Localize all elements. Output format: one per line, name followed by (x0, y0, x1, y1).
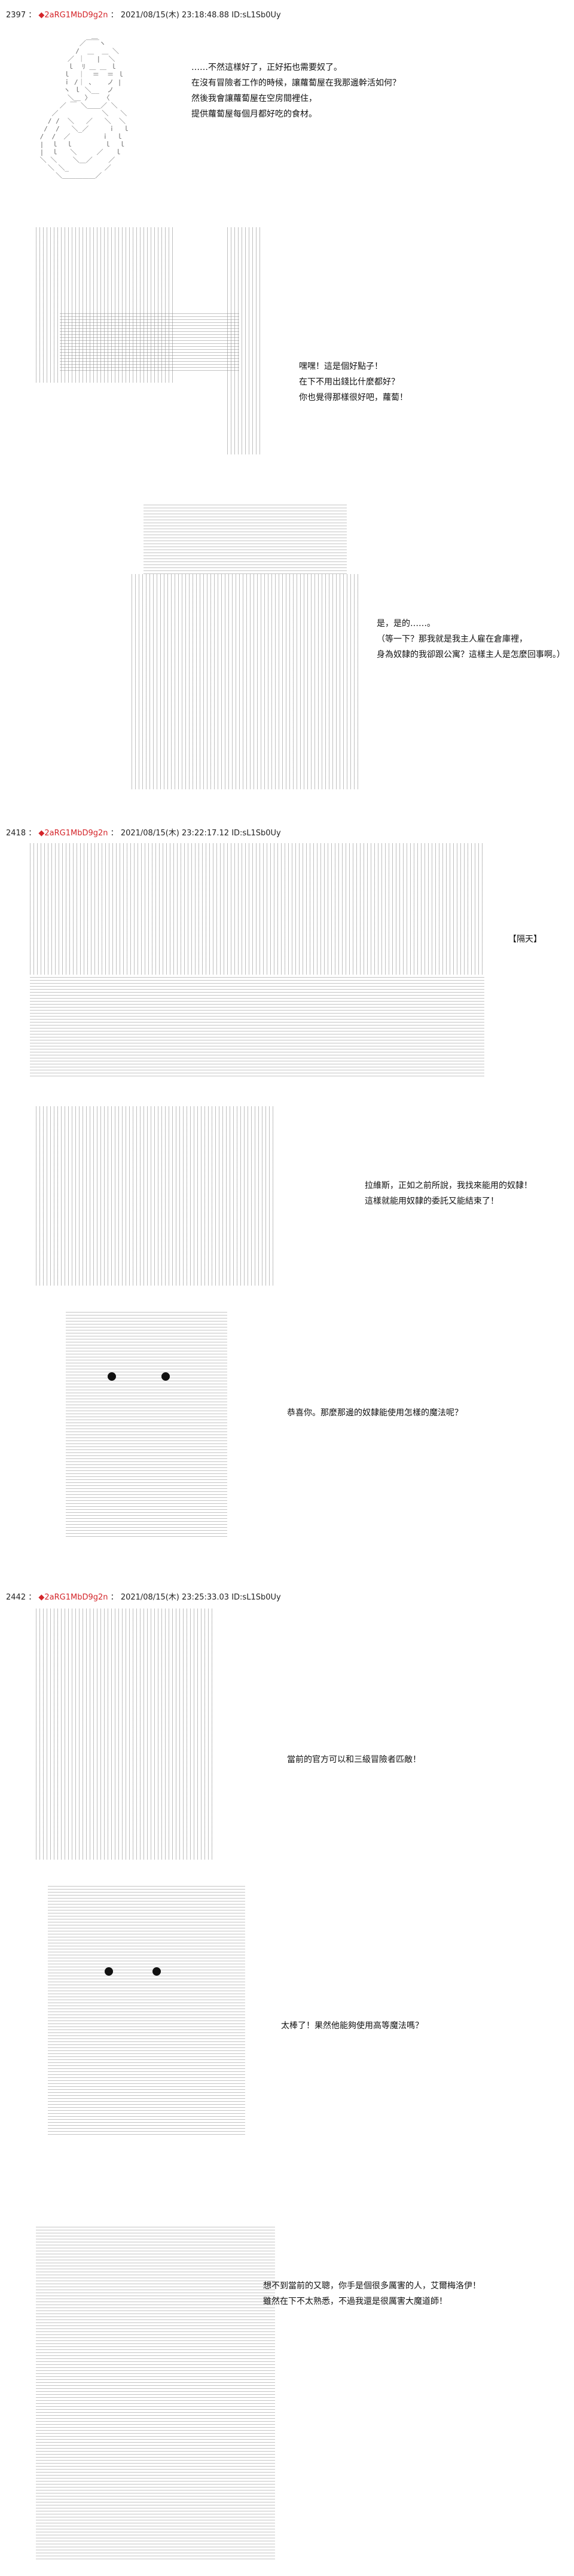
ascii-art-character: ＿ ／￣￣ヽ / ＿ ＿ ＼ ／ ｜ | ＼ ｌ ﾘ ＿ ＿ ｌ ｌ ｜ ＝ ＝… (39, 32, 130, 179)
dialog-line: 身為奴隸的我卻跟公寓？這樣主人是怎麼回事啊。） (377, 650, 565, 660)
poster-name: ◆2aRG1MbD9g2n (38, 1593, 108, 1602)
dialog-line: 然後我會讓蘿蔔屋在空房間裡住， (191, 94, 317, 103)
aa-scene: 【隔天】 (24, 843, 562, 1082)
eye-icon (108, 1372, 116, 1381)
dialog-box: 當前的官方可以和三級冒險者匹敵！ (287, 1752, 421, 1768)
dialog-box: 想不到當前的又聰，你手是個很多厲害的人，艾爾梅洛伊！ 雖然在下不太熟悉，不過我還… (263, 2278, 481, 2309)
dialog-box: 恭喜你。那麼那邊的奴隸能使用怎樣的魔法呢？ (287, 1405, 463, 1421)
dialog-line: 拉維斯，正如之前所說，我找來能用的奴隸！ (365, 1181, 532, 1191)
dialog-line: 恭喜你。那麼那邊的奴隸能使用怎樣的魔法呢？ (287, 1408, 463, 1418)
ascii-art-character (36, 2224, 275, 2559)
post-header: 2442 ： ◆2aRG1MbD9g2n ： 2021/08/15(木) 23:… (6, 1593, 281, 1602)
post-number[interactable]: 2418 (6, 829, 26, 838)
ascii-art-body (60, 311, 239, 371)
dialog-box: 是，是的……。 （等一下？那我就是我主人雇在倉庫裡， 身為奴隸的我卻跟公寓？這樣… (377, 616, 565, 663)
ascii-art-hair (227, 227, 263, 454)
eye-icon (152, 1967, 161, 1976)
poster-name: ◆2aRG1MbD9g2n (38, 829, 108, 838)
post-header: 2397 ： ◆2aRG1MbD9g2n ： 2021/08/15(木) 23:… (6, 11, 281, 20)
dialog-line: 想不到當前的又聰，你手是個很多厲害的人，艾爾梅洛伊！ (263, 2281, 481, 2291)
dialog-line: 雖然在下不太熟悉，不過我還是很厲害大魔道師！ (263, 2297, 447, 2306)
ascii-art-hair (36, 1609, 215, 1860)
dialog-line: 提供蘿蔔屋每個月都好吃的食材。 (191, 109, 317, 119)
aa-scene: 拉維斯，正如之前所說，我找來能用的奴隸！ 這樣就能用奴隸的委託又能結束了！ (24, 1106, 562, 1292)
post-header: 2418 ： ◆2aRG1MbD9g2n ： 2021/08/15(木) 23:… (6, 829, 281, 838)
ascii-art-street (30, 975, 484, 1076)
aa-scene: 想不到當前的又聰，你手是個很多厲害的人，艾爾梅洛伊！ 雖然在下不太熟悉，不過我還… (24, 2224, 562, 2559)
poster-name: ◆2aRG1MbD9g2n (38, 11, 108, 20)
aa-scene: 當前的官方可以和三級冒險者匹敵！ (24, 1609, 562, 1866)
post-meta: 2021/08/15(木) 23:18:48.88 ID:sL1Sb0Uy (120, 11, 281, 20)
ascii-art-character (66, 1310, 227, 1537)
aa-scene: 嘿嘿！這是個好點子！ 在下不用出錢比什麼都好？ 你也覺得那樣很好吧，蘿蔔！ (24, 227, 562, 478)
ascii-art-character (48, 1884, 245, 2135)
eye-icon (161, 1372, 170, 1381)
aa-scene: 是，是的……。 （等一下？那我就是我主人雇在倉庫裡， 身為奴隸的我卻跟公寓？這樣… (24, 502, 565, 813)
dialog-line: 這樣就能用奴隸的委託又能結束了！ (365, 1197, 499, 1206)
ascii-art-buildings (30, 843, 484, 975)
dialog-box: ……不然這樣好了，正好拓也需要奴了。 在沒有冒險者工作的時候，讓蘿蔔屋在我那邊幹… (191, 60, 401, 122)
dialog-line: 在下不用出錢比什麼都好？ (299, 377, 399, 387)
ascii-art-hair (144, 502, 347, 574)
post-meta: 2021/08/15(木) 23:22:17.12 ID:sL1Sb0Uy (120, 829, 281, 838)
dialog-box: 嘿嘿！這是個好點子！ 在下不用出錢比什麼都好？ 你也覺得那樣很好吧，蘿蔔！ (299, 359, 408, 405)
dialog-line: 在沒有冒險者工作的時候，讓蘿蔔屋在我那邊幹活如何？ (191, 78, 401, 88)
aa-scene: 太棒了！果然他能夠使用高等魔法嗎？ (24, 1884, 562, 2141)
dialog-line: 嘿嘿！這是個好點子！ (299, 362, 383, 371)
dialog-line: ……不然這樣好了，正好拓也需要奴了。 (191, 63, 342, 72)
dialog-line: 是，是的……。 (377, 619, 435, 628)
dialog-line: 你也覺得那樣很好吧，蘿蔔！ (299, 393, 408, 402)
dialog-box: 拉維斯，正如之前所說，我找來能用的奴隸！ 這樣就能用奴隸的委託又能結束了！ (365, 1178, 532, 1209)
aa-scene: ＿ ／￣￣ヽ / ＿ ＿ ＼ ／ ｜ | ＼ ｌ ﾘ ＿ ＿ ｌ ｌ ｜ ＝ ＝… (24, 24, 562, 221)
dialog-line: （等一下？那我就是我主人雇在倉庫裡， (377, 634, 527, 644)
eye-icon (105, 1967, 113, 1976)
dialog-line: 當前的官方可以和三級冒險者匹敵！ (287, 1755, 421, 1765)
ascii-art-character (36, 1106, 275, 1286)
post-number[interactable]: 2397 (6, 11, 26, 20)
dialog-box: 太棒了！果然他能夠使用高等魔法嗎？ (281, 2018, 423, 2034)
aa-scene: 恭喜你。那麼那邊的奴隸能使用怎樣的魔法呢？ (24, 1310, 562, 1549)
scene-tag: 【隔天】 (508, 935, 542, 944)
post-meta: 2021/08/15(木) 23:25:33.03 ID:sL1Sb0Uy (120, 1593, 281, 1602)
post-number[interactable]: 2442 (6, 1593, 26, 1602)
ascii-art-body (132, 574, 359, 789)
dialog-line: 太棒了！果然他能夠使用高等魔法嗎？ (281, 2021, 423, 2031)
